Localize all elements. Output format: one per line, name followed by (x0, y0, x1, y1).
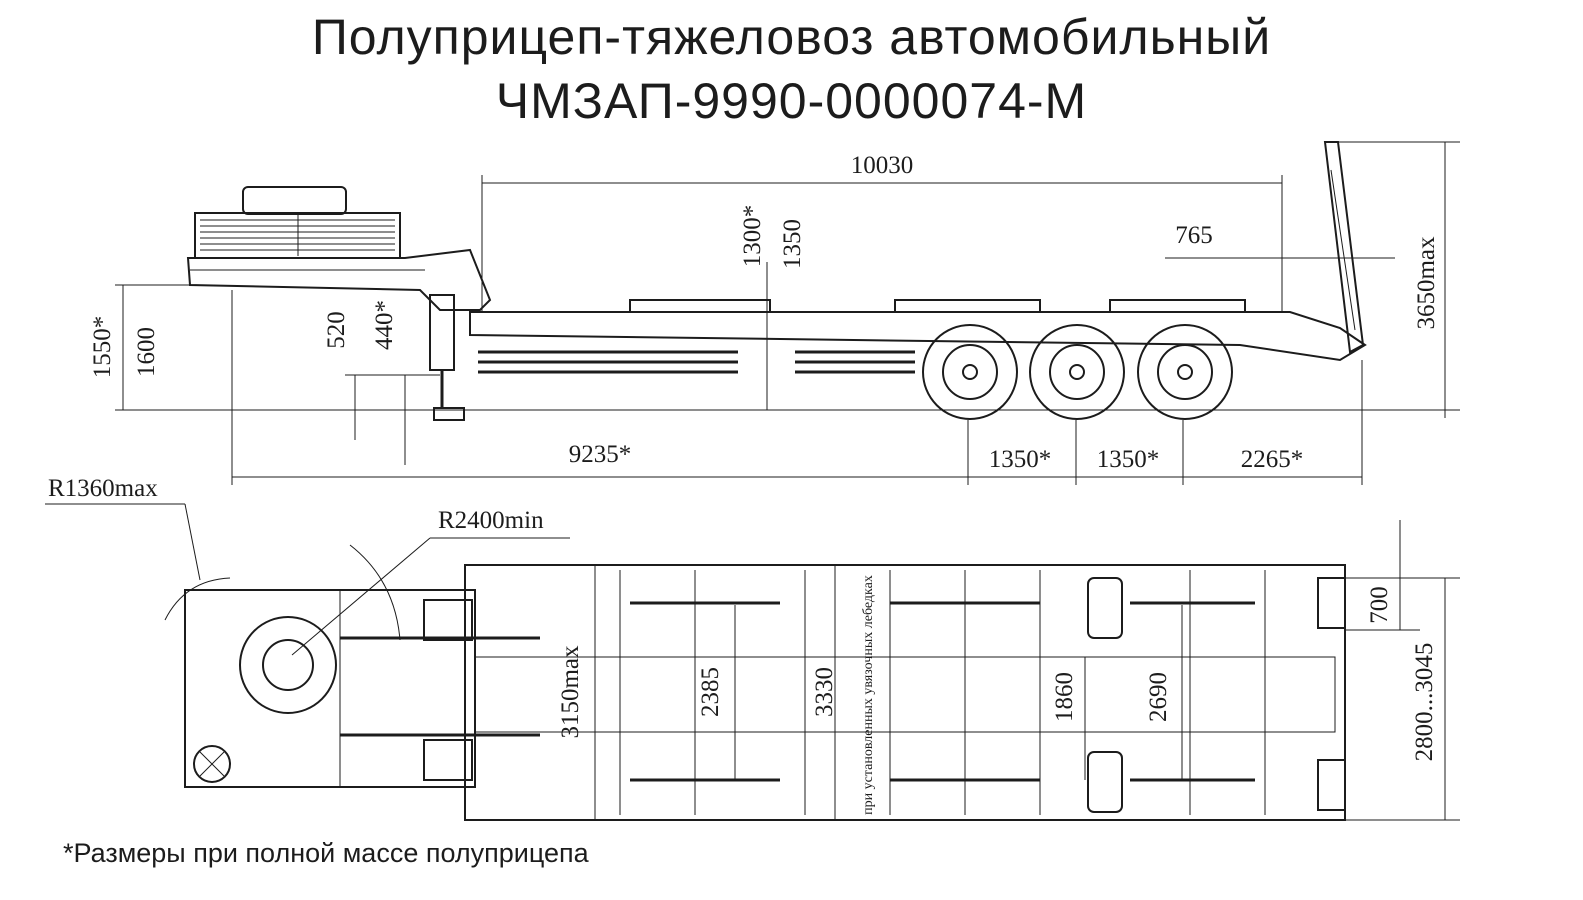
top-wheel-left (1087, 577, 1123, 639)
dim-outer-width: 3330 (811, 667, 838, 717)
side-rails (478, 350, 915, 374)
winch-wheel (193, 745, 231, 783)
spare-wheel (242, 186, 347, 215)
box-grille (200, 215, 395, 256)
radius-arc-turning (349, 544, 401, 641)
platform-top (464, 564, 1346, 821)
deck-plate-1 (629, 299, 771, 313)
tie-bars (630, 601, 1255, 782)
ramp-top-right (1317, 759, 1346, 811)
drawing-title-line1: Полуприцеп-тяжеловоз автомобильный (311, 9, 1272, 65)
side-view: 10030 1300* 1350 765 3650max 1550* 1600 … (89, 141, 1460, 485)
dim-deck-height-star: 440* (371, 300, 398, 350)
dim-track-inner: 1860 (1051, 672, 1078, 722)
dim-platform-height: 1350 (779, 219, 806, 269)
dim-turning-radius: R2400min (438, 507, 544, 534)
wheel-3 (1137, 324, 1233, 420)
dim-ramp-offset: 765 (1175, 222, 1213, 249)
dim-inner-width: 2385 (697, 667, 724, 717)
top-wheel-right (1087, 751, 1123, 813)
dim-fifth-wheel-star: 1550* (89, 316, 116, 379)
dim-track-outer: 2690 (1145, 672, 1172, 722)
gooseneck-frame (186, 248, 492, 311)
dim-axle-spacing-2: 1350* (1097, 446, 1160, 473)
side-dimension-lines (115, 141, 1460, 485)
footnote: *Размеры при полной массе полуприцепа (63, 838, 589, 868)
main-deck (469, 311, 1367, 362)
fifth-wheel-plate (239, 616, 337, 714)
deck-plate-2 (894, 299, 1041, 313)
dim-front-radius: R1360max (48, 475, 158, 502)
wheel-2 (1029, 324, 1125, 420)
center-beam (474, 656, 1336, 733)
radius-arc-front (164, 577, 231, 621)
dim-axle-spacing-1: 1350* (989, 446, 1052, 473)
dim-total-length: 10030 (851, 152, 914, 179)
top-view: R1360max R2400min 3150max 2385 3330 при … (45, 475, 1460, 821)
platform-cross-members (619, 570, 1266, 815)
landing-gear (429, 294, 455, 371)
wheel-1 (922, 324, 1018, 420)
dim-width-max: 3150max (557, 645, 584, 739)
dim-fifth-wheel: 1600 (133, 327, 160, 377)
dim-deck-height: 520 (323, 311, 350, 349)
dim-ramp-width: 700 (1366, 586, 1393, 624)
rear-ramp (1323, 141, 1365, 354)
ramp-top-left (1317, 577, 1346, 629)
deck-plate-3 (1109, 299, 1246, 313)
dim-kingpin-axle: 9235* (569, 441, 632, 468)
top-dimension-lines (594, 520, 1460, 821)
note-winches: при установленных увязочных лебедках (861, 575, 876, 815)
dim-rear-overhang: 2265* (1241, 446, 1304, 473)
dim-platform-height-star: 1300* (739, 205, 766, 268)
dim-max-height: 3650max (1413, 236, 1440, 330)
drawing-title-line2: ЧМЗАП-9990-0000074-М (495, 73, 1088, 129)
dim-ramp-span: 2800...3045 (1411, 643, 1438, 762)
